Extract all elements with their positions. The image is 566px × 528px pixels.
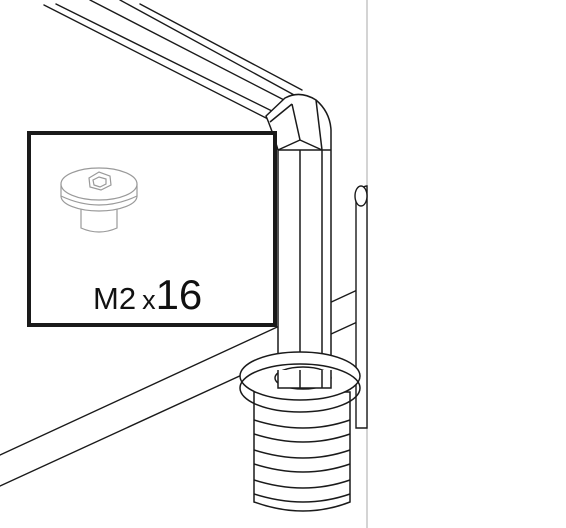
allen-key — [265, 93, 332, 389]
hex-socket-screw-icon — [60, 167, 138, 233]
rail-lines — [43, 0, 303, 121]
quantity-label: 16 — [155, 271, 203, 318]
pole — [354, 185, 368, 429]
threaded-insert — [239, 351, 361, 512]
screw-size-label: M2 — [93, 281, 137, 316]
multiplier-sign: x — [142, 285, 156, 315]
